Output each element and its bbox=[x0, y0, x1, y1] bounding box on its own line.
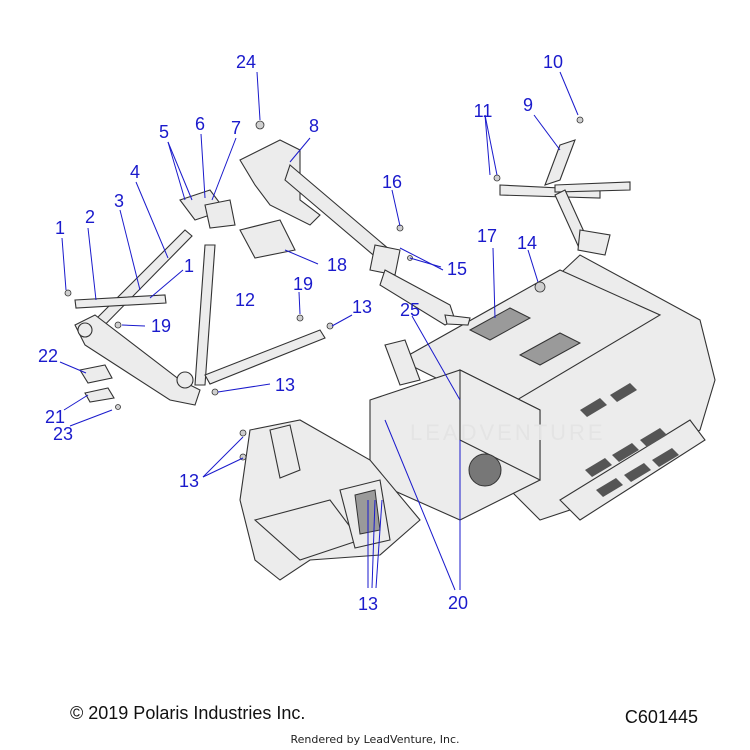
tie-rod bbox=[204, 329, 326, 385]
small-plates bbox=[79, 364, 115, 403]
callout-24: 24 bbox=[235, 52, 257, 72]
callout-1b: 1 bbox=[183, 256, 195, 276]
callout-21: 21 bbox=[44, 407, 66, 427]
callout-25: 25 bbox=[399, 300, 421, 320]
callout-19a: 19 bbox=[150, 316, 172, 336]
callout-11: 11 bbox=[473, 101, 493, 121]
rendered-by-text: Rendered by LeadVenture, Inc. bbox=[290, 733, 460, 746]
fasteners bbox=[64, 116, 584, 461]
copyright-text: © 2019 Polaris Industries Inc. bbox=[70, 703, 306, 723]
callout-10: 10 bbox=[542, 52, 564, 72]
rear-a-frame bbox=[499, 139, 631, 256]
callout-4: 4 bbox=[129, 162, 141, 182]
callout-2: 2 bbox=[84, 207, 96, 227]
callout-13b: 13 bbox=[274, 375, 296, 395]
callout-13a: 13 bbox=[351, 297, 373, 317]
callout-19b: 19 bbox=[292, 274, 314, 294]
callout-17: 17 bbox=[476, 226, 498, 246]
callout-5: 5 bbox=[158, 122, 170, 142]
callout-12: 12 bbox=[234, 290, 256, 310]
callout-14: 14 bbox=[516, 233, 538, 253]
callout-18: 18 bbox=[326, 255, 348, 275]
front-upper-frame bbox=[74, 229, 216, 406]
diagram-code: C601445 bbox=[624, 707, 698, 727]
leader-lines bbox=[59, 71, 579, 591]
callout-9: 9 bbox=[522, 95, 534, 115]
steering-support bbox=[239, 139, 471, 326]
callout-22: 22 bbox=[37, 346, 59, 366]
callout-15: 15 bbox=[446, 259, 468, 279]
callout-13d: 13 bbox=[357, 594, 379, 614]
callout-20: 20 bbox=[447, 593, 469, 613]
callout-23: 23 bbox=[52, 424, 74, 444]
callout-13c: 13 bbox=[178, 471, 200, 491]
main-chassis bbox=[239, 254, 716, 581]
callout-3: 3 bbox=[113, 191, 125, 211]
callout-8: 8 bbox=[308, 116, 320, 136]
callout-16: 16 bbox=[381, 172, 403, 192]
watermark: LEADVENTURE bbox=[410, 420, 606, 445]
callout-7: 7 bbox=[230, 118, 242, 138]
callout-6: 6 bbox=[194, 114, 206, 134]
callout-1a: 1 bbox=[54, 218, 66, 238]
